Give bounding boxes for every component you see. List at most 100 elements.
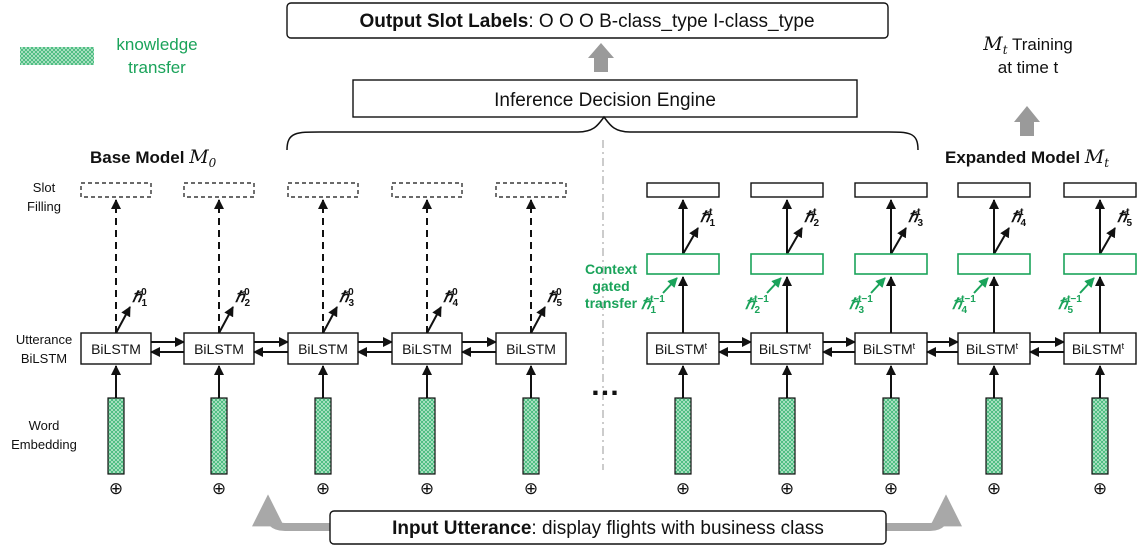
exp-slot-output-1 [646, 182, 720, 198]
exp-context-gate-1 [646, 253, 720, 275]
input-utterance-box [329, 510, 887, 545]
exp-bilstm-1 [646, 332, 720, 365]
exp-transfer-arrow-5 [1079, 277, 1095, 294]
base-plus-2: ⊕ [212, 479, 226, 498]
base-plus-5: ⊕ [524, 479, 538, 498]
inference-engine-label: Inference Decision Engine [494, 90, 716, 111]
exp-word-embedding-3 [882, 397, 900, 475]
output-labels-box [286, 2, 889, 39]
exp-hidden-arrow-2 [786, 227, 803, 255]
exp-slot-output-3 [854, 182, 928, 198]
base-bilstm-label-1: BiLSTM [91, 341, 141, 357]
training-line2: at time t [998, 58, 1059, 77]
base-slot-output-3 [287, 182, 359, 198]
row-label-slot-filling-1: Slot [33, 180, 56, 195]
base-hidden-label-2: ℏ20 [235, 287, 251, 309]
exp-transfer-label-5: ℏ5t−1 [1058, 294, 1082, 316]
exp-hidden-arrow-5 [1099, 227, 1116, 255]
exp-transfer-label-4: ℏ4t−1 [952, 294, 976, 316]
engine-to-output-arrow [588, 43, 614, 72]
legend-label-line2: transfer [128, 58, 186, 77]
exp-slot-output-2 [750, 182, 824, 198]
base-bilstm-label-2: BiLSTM [194, 341, 244, 357]
output-labels-text: Output Slot Labels: O O O B-class_type I… [359, 11, 814, 32]
base-word-embedding-4 [418, 397, 436, 475]
exp-context-gate-4 [957, 253, 1031, 275]
row-label-utterance-2: BiLSTM [21, 351, 67, 366]
exp-bilstm-5 [1063, 332, 1137, 365]
exp-slot-output-4 [957, 182, 1031, 198]
exp-transfer-arrow-4 [973, 277, 989, 294]
row-label-slot-filling-2: Filling [27, 199, 61, 214]
base-plus-3: ⊕ [316, 479, 330, 498]
exp-bilstm-2 [750, 332, 824, 365]
base-bilstm-3 [287, 332, 359, 365]
exp-word-embedding-4 [985, 397, 1003, 475]
base-word-embedding-1 [107, 397, 125, 475]
input-right-arrow [886, 494, 962, 531]
base-hidden-arrow-4 [426, 306, 442, 334]
training-up-arrow [1014, 106, 1040, 136]
row-label-utterance-1: Utterance [16, 332, 72, 347]
exp-plus-5: ⊕ [1093, 479, 1107, 498]
exp-word-embedding-5 [1091, 397, 1109, 475]
exp-bilstm-label-1: BiLSTMt [655, 341, 708, 357]
base-hidden-arrow-1 [115, 306, 131, 334]
base-plus-4: ⊕ [420, 479, 434, 498]
base-hidden-label-5: ℏ50 [547, 287, 563, 309]
training-line1: Mt Training [982, 33, 1073, 57]
exp-context-gate-3 [854, 253, 928, 275]
base-slot-output-2 [183, 182, 255, 198]
exp-transfer-label-3: ℏ3t−1 [849, 294, 873, 316]
legend-label-line1: knowledge [116, 35, 197, 54]
base-slot-output-4 [391, 182, 463, 198]
base-hidden-label-3: ℏ30 [339, 287, 355, 309]
exp-transfer-arrow-2 [766, 277, 782, 294]
base-hidden-label-4: ℏ40 [443, 287, 459, 309]
exp-word-embedding-1 [674, 397, 692, 475]
row-label-word-2: Embedding [11, 437, 77, 452]
base-bilstm-4 [391, 332, 463, 365]
exp-hidden-label-5: ℏ5t [1117, 207, 1133, 229]
base-bilstm-5 [495, 332, 567, 365]
exp-bilstm-label-5: BiLSTMt [1072, 341, 1125, 357]
base-plus-1: ⊕ [109, 479, 123, 498]
exp-transfer-arrow-1 [662, 277, 678, 294]
exp-context-gate-5 [1063, 253, 1137, 275]
exp-bilstm-label-4: BiLSTMt [966, 341, 1019, 357]
row-label-word-1: Word [29, 418, 60, 433]
base-slot-output-5 [495, 182, 567, 198]
base-bilstm-label-4: BiLSTM [402, 341, 452, 357]
inference-engine-box [352, 79, 858, 118]
exp-hidden-label-1: ℏ1t [700, 207, 716, 229]
base-word-embedding-2 [210, 397, 228, 475]
legend-swatch [20, 47, 94, 65]
expanded-model-title: Expanded Model Mt [945, 146, 1109, 170]
exp-bilstm-label-2: BiLSTMt [759, 341, 812, 357]
exp-hidden-arrow-1 [682, 227, 699, 255]
exp-hidden-arrow-3 [890, 227, 907, 255]
ellipsis: … [590, 369, 620, 402]
base-hidden-arrow-5 [530, 306, 546, 334]
base-bilstm-label-5: BiLSTM [506, 341, 556, 357]
exp-hidden-arrow-4 [993, 227, 1010, 255]
exp-hidden-label-3: ℏ3t [908, 207, 924, 229]
base-hidden-label-1: ℏ10 [132, 287, 148, 309]
base-hidden-arrow-3 [322, 306, 338, 334]
exp-plus-1: ⊕ [676, 479, 690, 498]
exp-transfer-label-1: ℏ1t−1 [641, 294, 665, 316]
exp-hidden-label-4: ℏ4t [1011, 207, 1027, 229]
models-brace [286, 115, 919, 151]
base-bilstm-label-3: BiLSTM [298, 341, 348, 357]
exp-bilstm-3 [854, 332, 928, 365]
expanded-model-columns: ℏ1tℏ1t−1BiLSTMt⊕ℏ2tℏ2t−1BiLSTMt⊕ℏ3tℏ3t−1… [641, 182, 1137, 498]
context-label-2: gated [592, 278, 629, 294]
